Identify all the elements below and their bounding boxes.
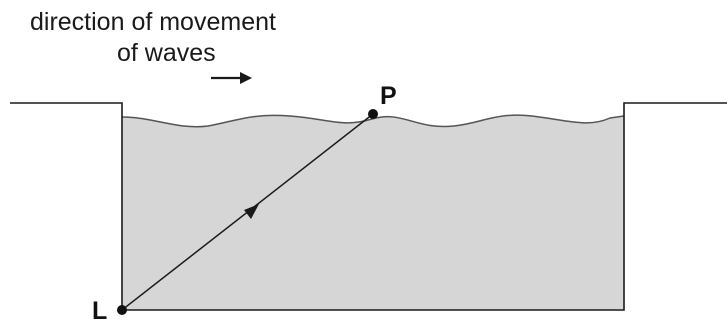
caption-line-2: of waves: [117, 39, 216, 67]
water-body: [122, 115, 624, 310]
point-l-dot: [117, 305, 127, 315]
point-label-l: L: [92, 297, 108, 325]
right-arrow-icon: [211, 72, 252, 84]
point-label-p: P: [380, 82, 397, 110]
water-surface: [121, 114, 625, 128]
arrowhead-icon: [244, 204, 259, 219]
caption-line-1: direction of movement: [30, 8, 276, 36]
point-p-dot: [368, 109, 378, 119]
tank-outline: [10, 102, 727, 311]
